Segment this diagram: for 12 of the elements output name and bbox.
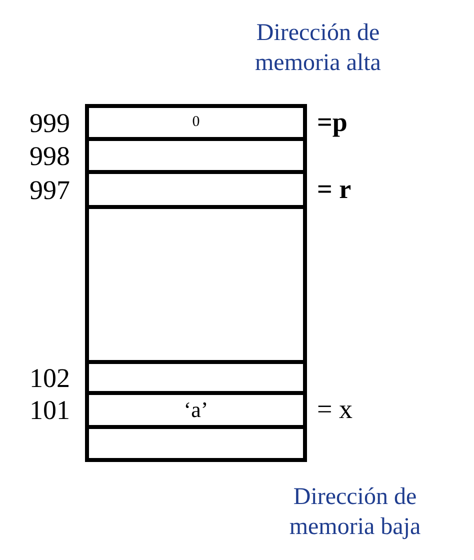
address-label: 998 xyxy=(30,142,70,170)
address-label: 102 xyxy=(30,364,70,392)
heading-text: Dirección de memoria alta xyxy=(254,19,382,78)
cell-value: 0 xyxy=(192,114,200,131)
variable-label: =p xyxy=(317,108,348,136)
address-label: 101 xyxy=(30,397,70,424)
variable-label: = x xyxy=(317,396,352,423)
cell-value: ‘a’ xyxy=(184,397,208,423)
address-label: 999 xyxy=(30,110,70,136)
address-label: 997 xyxy=(30,176,70,204)
variable-label: = r xyxy=(317,176,352,202)
heading-text: Dirección de memoria baja xyxy=(288,483,422,542)
